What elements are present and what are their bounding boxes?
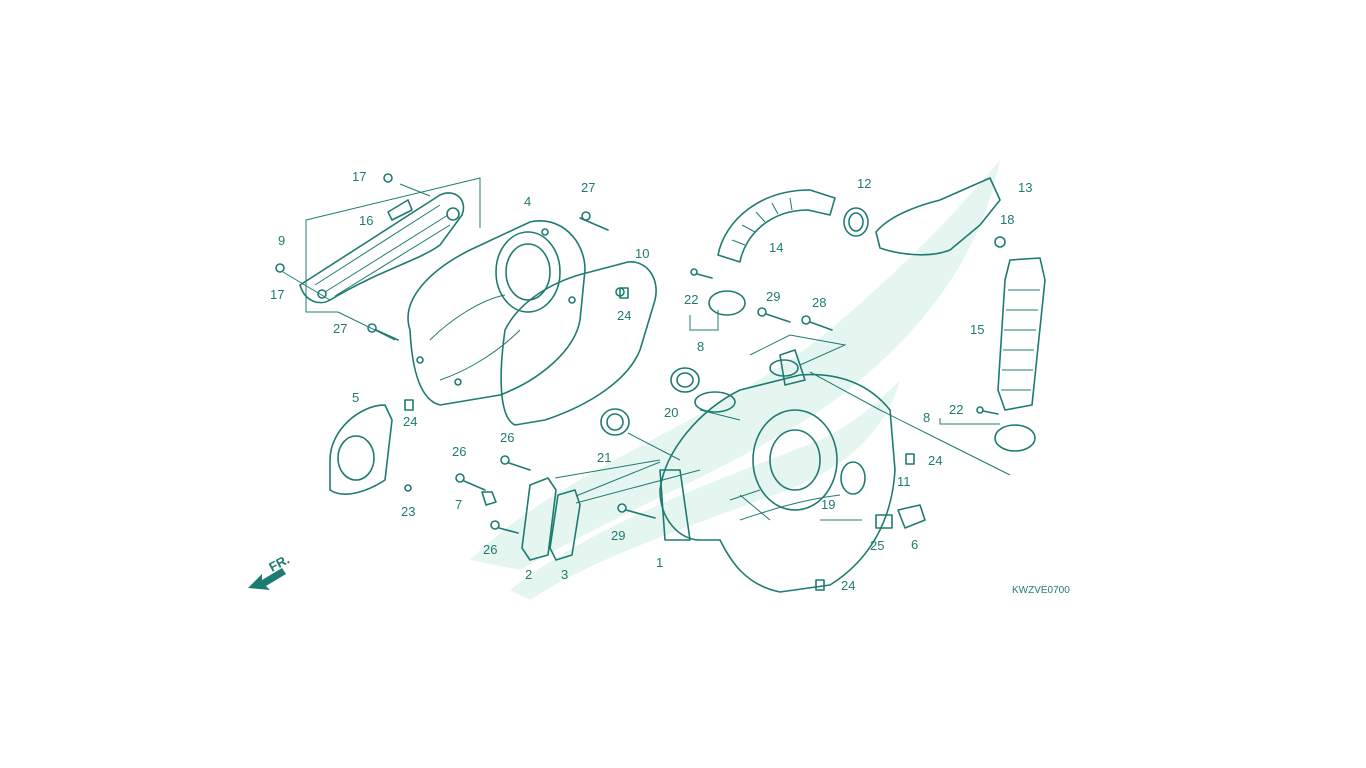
callout-3: 3 [561,567,568,582]
callout-22-a: 22 [684,292,698,307]
callout-18: 18 [1000,212,1014,227]
callout-27-left: 27 [333,321,347,336]
callout-6: 6 [911,537,918,552]
callout-8-a: 8 [697,339,704,354]
callout-12: 12 [857,176,871,191]
callout-20: 20 [664,405,678,420]
clamp-12 [843,207,869,237]
callout-25: 25 [870,538,884,553]
gasket-10 [500,261,657,426]
callout-9: 9 [278,233,285,248]
callout-11: 11 [897,474,911,489]
callout-26-a: 26 [452,444,466,459]
crankcase-cover-4 [407,211,609,406]
callout-5: 5 [352,390,359,405]
callout-26-b: 26 [483,542,497,557]
callout-2: 2 [525,567,532,582]
left-cover-panel [275,173,481,341]
callout-29-b: 29 [611,528,625,543]
callout-24-c: 24 [928,453,942,468]
wing-watermark [470,160,1000,600]
callout-22-b: 22 [949,402,963,417]
air-hose-15 [997,257,1046,411]
callout-24-d: 24 [841,578,855,593]
bolts [367,268,999,591]
pump-cover-2-3 [455,455,581,561]
cover-5 [329,404,412,495]
callout-21: 21 [597,450,611,465]
air-duct-13 [875,177,1006,256]
callout-19: 19 [821,497,835,512]
callout-24-a: 24 [617,308,631,323]
callout-7: 7 [455,497,462,512]
callout-8-b: 8 [923,410,930,425]
front-label: FR. [266,552,292,575]
callout-27-top: 27 [581,180,595,195]
callout-1: 1 [656,555,663,570]
leader-lines [554,310,1011,521]
callout-26-c: 26 [500,430,514,445]
callout-28: 28 [812,295,826,310]
callout-4: 4 [524,194,531,209]
main-crankcase-1 [659,349,896,593]
intake-hose-14 [717,189,836,263]
callout-labels: 17 16 9 17 27 4 27 10 24 24 5 23 26 7 26… [270,169,1070,596]
callout-23: 23 [401,504,415,519]
diagram-code: KWZVE0700 [1012,585,1070,596]
callout-14: 14 [769,240,783,255]
callout-24-b: 24 [403,414,417,429]
callout-17-bottom: 17 [270,287,284,302]
front-arrow: FR. [248,552,292,590]
callout-16: 16 [359,213,373,228]
callout-15: 15 [970,322,984,337]
callout-13: 13 [1018,180,1032,195]
callout-10: 10 [635,246,649,261]
callout-29-a: 29 [766,289,780,304]
callout-17-top: 17 [352,169,366,184]
seals-rings [600,290,1036,452]
